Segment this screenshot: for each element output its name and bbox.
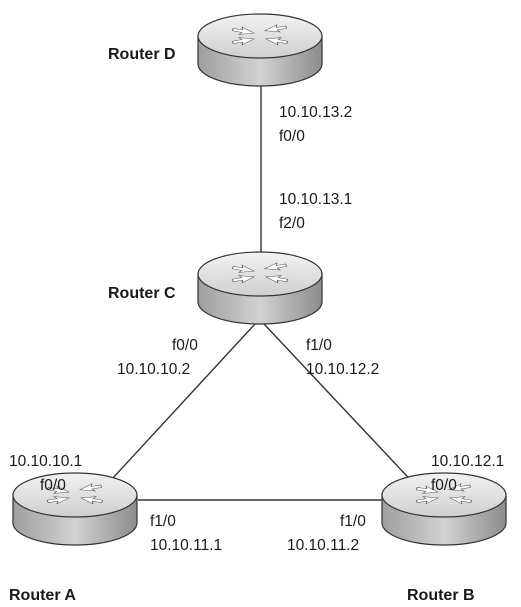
router-b-label: Router B — [407, 587, 475, 604]
link-c-a — [99, 323, 256, 493]
router-b-port-to-c: f0/0 — [431, 477, 457, 494]
router-d-icon — [198, 14, 322, 86]
router-b-ip-to-a: 10.10.11.2 — [287, 537, 359, 554]
router-c-label: Router C — [108, 285, 176, 302]
router-d-port: f0/0 — [279, 128, 305, 145]
router-d-ip: 10.10.13.2 — [279, 104, 352, 121]
router-b-ip-to-c: 10.10.12.1 — [431, 453, 504, 470]
router-d-label: Router D — [108, 46, 176, 63]
router-a-port-to-b: f1/0 — [150, 513, 176, 530]
router-c-ip-to-a: 10.10.10.2 — [117, 361, 190, 378]
router-c-ip-to-d: 10.10.13.1 — [279, 191, 352, 208]
router-a-ip-to-b: 10.10.11.1 — [150, 537, 222, 554]
link-c-b — [263, 323, 421, 491]
router-a-ip-to-c: 10.10.10.1 — [9, 453, 82, 470]
router-b-port-to-a: f1/0 — [340, 513, 366, 530]
router-c-ip-to-b: 10.10.12.2 — [306, 361, 379, 378]
router-a-label: Router A — [9, 587, 76, 604]
router-c-port-to-b: f1/0 — [306, 337, 332, 354]
router-c-port-to-a: f0/0 — [172, 337, 198, 354]
router-a-icon — [13, 473, 137, 545]
router-c-port-to-d: f2/0 — [279, 215, 305, 232]
router-c-icon — [198, 252, 322, 324]
router-a-port-to-c: f0/0 — [40, 477, 66, 494]
